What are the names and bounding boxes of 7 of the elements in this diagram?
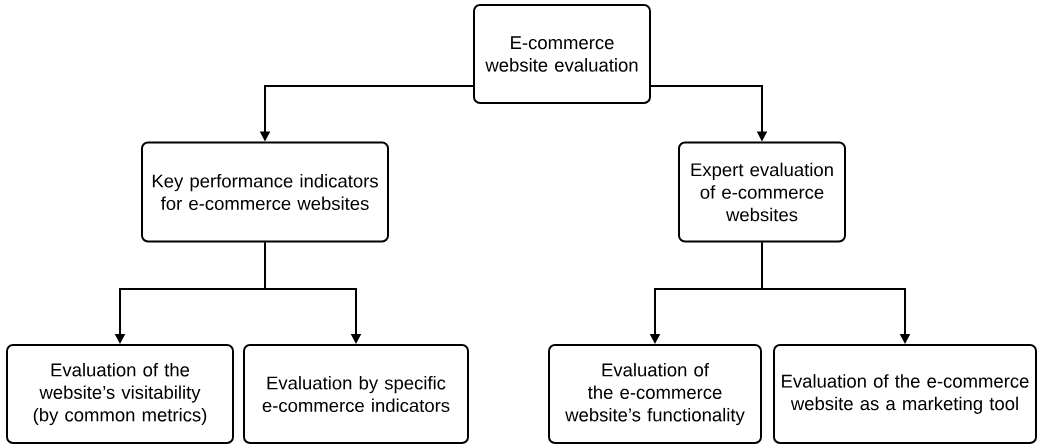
box: Evaluation of the e-commerce website’s functionality <box>548 344 762 444</box>
box: Evaluation of the e-commerce website as a marketing tool <box>773 344 1037 444</box>
box: Key performance indicators for e-commerce websites <box>141 141 389 243</box>
box: E-commerce website evaluation <box>473 4 651 104</box>
box: Evaluation by specific e-commerce indicators <box>243 344 469 444</box>
box: Expert evaluation of e-commerce websites <box>678 141 846 243</box>
box: Evaluation of the website’s visitability (by common metrics) <box>6 344 234 444</box>
